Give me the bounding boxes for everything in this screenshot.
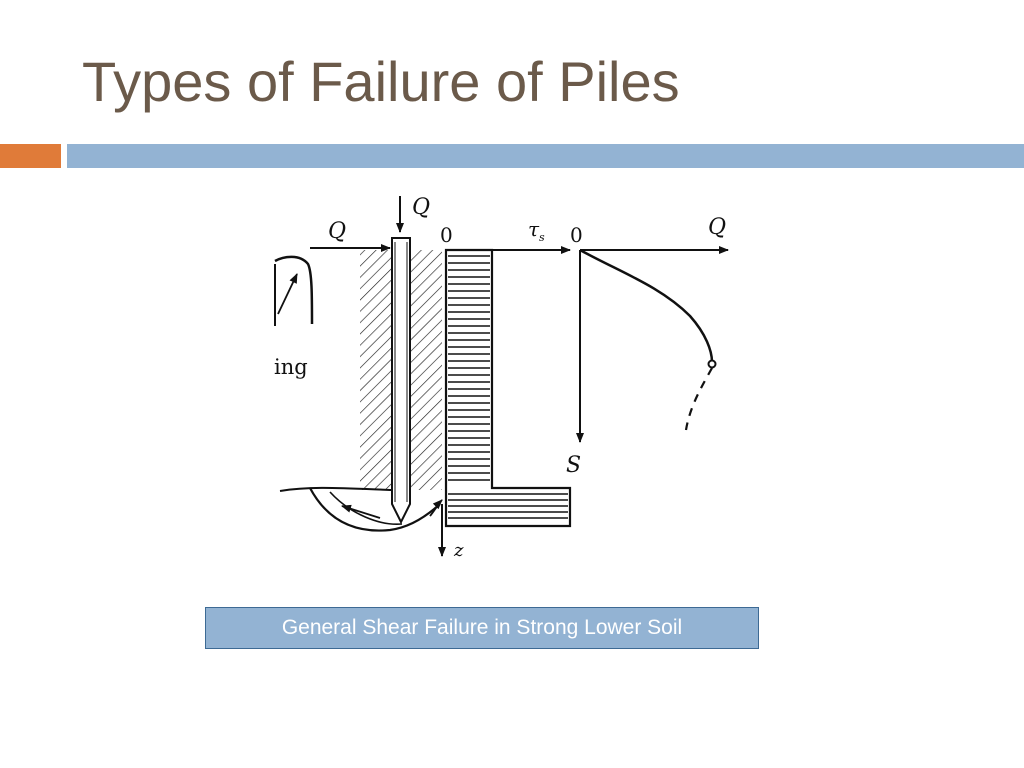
q-left-label: Q <box>328 219 346 244</box>
s-axis-label: S <box>566 453 581 478</box>
cut-text-label: ing <box>274 355 308 379</box>
caption-box: General Shear Failure in Strong Lower So… <box>205 607 759 649</box>
zero-mid-label: 0 <box>440 223 453 247</box>
soil-hatch-left <box>360 250 392 490</box>
failure-surface <box>309 487 443 532</box>
z-axis-label: z <box>453 540 464 561</box>
q-top-label: Q <box>412 195 430 220</box>
failure-point <box>707 359 717 369</box>
post-failure-dashed <box>684 367 713 431</box>
title-rule-bar <box>67 144 1024 168</box>
cut-off-curve <box>274 255 314 326</box>
accent-bar <box>0 144 61 168</box>
shear-stress-distribution <box>444 248 572 528</box>
slide-title: Types of Failure of Piles <box>82 50 680 113</box>
soil-hatch-right <box>410 250 442 490</box>
q-right-label: Q <box>708 215 726 240</box>
caption-text: General Shear Failure in Strong Lower So… <box>281 616 683 639</box>
tau-subscript: s <box>539 231 545 244</box>
tau-label: τ <box>528 217 540 241</box>
load-settlement-curve <box>579 248 714 363</box>
ground-line <box>279 486 393 492</box>
pile-failure-diagram: Q Q 0 τ s 0 Q S z ing <box>270 186 730 566</box>
zero-right-label: 0 <box>570 223 583 247</box>
pile-shaft <box>391 237 411 525</box>
